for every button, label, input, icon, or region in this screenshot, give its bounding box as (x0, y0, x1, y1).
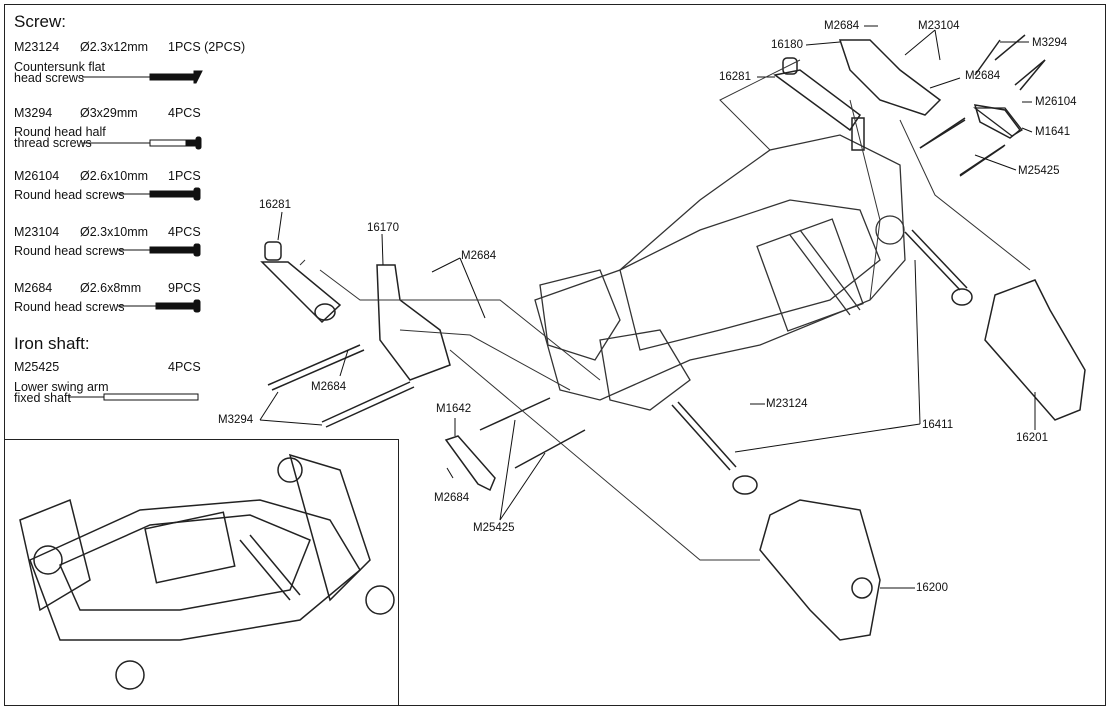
screw-desc: Round head screws (14, 244, 125, 258)
screw-desc: Round head screws (14, 188, 125, 202)
screw-code: M2684 (14, 281, 53, 295)
callout-m1642: M1642 (436, 403, 472, 415)
callout-16200: 16200 (916, 582, 948, 594)
screw-code: M3294 (14, 106, 53, 120)
screw-size: Ø3x29mm (80, 106, 138, 120)
callout-m2684-top: M2684 (824, 20, 860, 32)
screw-heading: Screw: (14, 12, 66, 31)
callout-m2684-a: M2684 (461, 250, 497, 262)
callout-m25425-bottom: M25425 (473, 522, 515, 534)
assembly-arrows (299, 59, 1031, 561)
callout-m2684-c: M2684 (434, 492, 470, 504)
callout-m26104: M26104 (1035, 96, 1077, 108)
screw-desc: Countersunk flat (14, 60, 106, 74)
screw-code: M23104 (14, 225, 60, 239)
callout-16281-top: 16281 (719, 71, 751, 83)
callout-m2684-b: M2684 (311, 381, 347, 393)
shaft-desc: Lower swing arm (14, 380, 109, 394)
callout-m3294-top: M3294 (1032, 37, 1068, 49)
lower-arm-illustration (671, 401, 881, 641)
screw-qty: 1PCS (168, 169, 201, 183)
screw-size: Ø2.3x12mm (80, 40, 149, 54)
diagram-frame (4, 4, 1106, 706)
callout-16281-left: 16281 (259, 199, 291, 211)
screw-desc-2: head screws (14, 71, 85, 85)
shaft-desc-2: fixed shaft (14, 391, 71, 405)
leader-lines (259, 25, 1036, 589)
callout-16411: 16411 (922, 419, 954, 431)
screw-desc: Round head screws (14, 300, 125, 314)
callout-m23104-top: M23104 (918, 20, 960, 32)
screw-size: Ø2.6x10mm (80, 169, 149, 183)
link-m1642 (444, 435, 496, 492)
callout-m3294-left: M3294 (218, 414, 254, 426)
screw-code: M23124 (14, 40, 60, 54)
callout-16180: 16180 (771, 39, 803, 51)
assembled-inset (4, 439, 399, 706)
left-suspension-illustration (260, 241, 451, 428)
callout-m23124: M23124 (766, 398, 808, 410)
link-m1641 (973, 107, 1023, 137)
screw-desc: Round head half (14, 125, 106, 139)
screw-size: Ø2.6x8mm (80, 281, 142, 295)
iron-shafts (479, 34, 1046, 469)
screw-qty: 4PCS (168, 106, 201, 120)
right-arm-illustration (904, 229, 1086, 421)
screw-qty: 4PCS (168, 225, 201, 239)
screw-code: M26104 (14, 169, 60, 183)
callout-16201: 16201 (1016, 432, 1048, 444)
shaft-heading: Iron shaft: (14, 334, 90, 353)
screw-size: Ø2.3x10mm (80, 225, 149, 239)
callout-16170: 16170 (367, 222, 399, 234)
screw-qty: 1PCS (2PCS) (168, 40, 246, 54)
callout-m25425-right: M25425 (1018, 165, 1060, 177)
screw-icons (68, 70, 203, 401)
inset-chassis-illustration (19, 453, 395, 690)
shaft-code: M25425 (14, 360, 60, 374)
chassis-illustration (534, 134, 906, 411)
callout-m2684-d: M2684 (965, 70, 1001, 82)
screw-desc-2: thread screws (14, 136, 92, 150)
screw-qty: 9PCS (168, 281, 201, 295)
callout-m1641: M1641 (1035, 126, 1071, 138)
shaft-qty: 4PCS (168, 360, 201, 374)
